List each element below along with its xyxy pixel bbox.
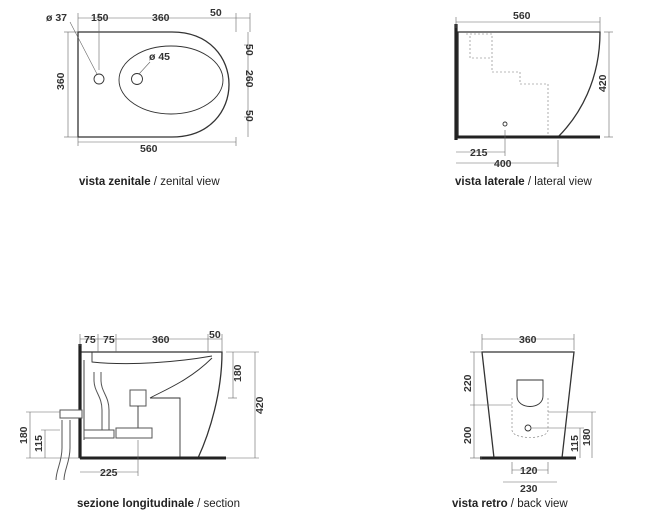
zenital-dim-left-360: 360 — [55, 72, 67, 90]
section-dim-top-360: 360 — [152, 334, 170, 346]
section-dim-top-50: 50 — [209, 329, 221, 341]
zenital-dim-top-360: 360 — [152, 12, 170, 24]
caption-lateral-en: lateral view — [534, 176, 592, 188]
caption-lateral-it: vista laterale — [455, 176, 525, 188]
caption-back-it: vista retro — [452, 498, 508, 510]
zenital-dim-right-50-bottom: 50 — [243, 110, 255, 122]
back-dim-right-115: 115 — [569, 435, 581, 452]
lateral-dim-bottom-215: 215 — [470, 147, 488, 159]
zenital-dim-bottom-560: 560 — [140, 143, 158, 155]
back-view: 360 220 200 115 180 120 230 — [462, 334, 596, 495]
caption-zenital-it: vista zenitale — [79, 176, 151, 188]
zenital-dim-top-150: 150 — [91, 12, 109, 24]
back-dim-top-360: 360 — [519, 334, 537, 346]
caption-back-sep: / — [507, 498, 518, 510]
section-dim-bottom-225: 225 — [100, 467, 118, 479]
caption-zenital: vista zenitale / zenital view — [79, 176, 220, 188]
lateral-dim-right-420: 420 — [597, 74, 609, 92]
zenital-dim-top-50: 50 — [210, 7, 222, 19]
caption-zenital-en: zenital view — [160, 176, 220, 188]
caption-lateral: vista laterale / lateral view — [455, 176, 592, 188]
section-view: 75 75 360 50 180 420 180 115 225 — [18, 329, 266, 481]
caption-section-sep: / — [193, 498, 204, 510]
caption-zenital-sep: / — [150, 176, 161, 188]
back-rear-opening — [516, 379, 544, 407]
zenital-bowl — [118, 45, 224, 115]
zenital-dim-hole-large: ø 45 — [149, 51, 170, 63]
back-dim-left-220: 220 — [462, 374, 474, 392]
zenital-drain-hole — [131, 73, 143, 85]
section-dim-right-180: 180 — [232, 364, 244, 382]
lateral-dim-top-560: 560 — [513, 10, 531, 22]
caption-back: vista retro / back view — [452, 498, 568, 510]
section-dim-right-420: 420 — [254, 396, 266, 414]
zenital-dim-right-50-top: 50 — [243, 44, 255, 56]
lateral-dim-bottom-400: 400 — [494, 158, 512, 170]
section-dim-left-115: 115 — [33, 435, 45, 452]
section-dim-top-75b: 75 — [103, 334, 115, 346]
zenital-tap-hole — [93, 73, 105, 85]
caption-lateral-sep: / — [524, 176, 535, 188]
zenital-dim-hole-small: ø 37 — [46, 12, 67, 24]
caption-section-en: section — [203, 498, 240, 510]
zenital-view: ø 37 150 360 50 ø 45 360 50 260 50 560 — [46, 7, 255, 155]
lateral-bidet-outline — [457, 31, 601, 138]
section-dim-top-75a: 75 — [84, 334, 96, 346]
back-dim-bottom-230: 230 — [520, 483, 538, 495]
caption-section: sezione longitudinale / section — [77, 498, 240, 510]
lateral-view: 560 420 215 400 — [454, 10, 613, 170]
back-dim-bottom-120: 120 — [520, 465, 538, 477]
caption-section-it: sezione longitudinale — [77, 498, 194, 510]
back-dim-right-180: 180 — [581, 428, 593, 446]
zenital-bidet-outline — [77, 31, 230, 138]
back-dim-left-200: 200 — [462, 426, 474, 444]
section-dim-left-180: 180 — [18, 426, 30, 444]
zenital-dim-right-260: 260 — [243, 70, 255, 88]
caption-back-en: back view — [517, 498, 568, 510]
